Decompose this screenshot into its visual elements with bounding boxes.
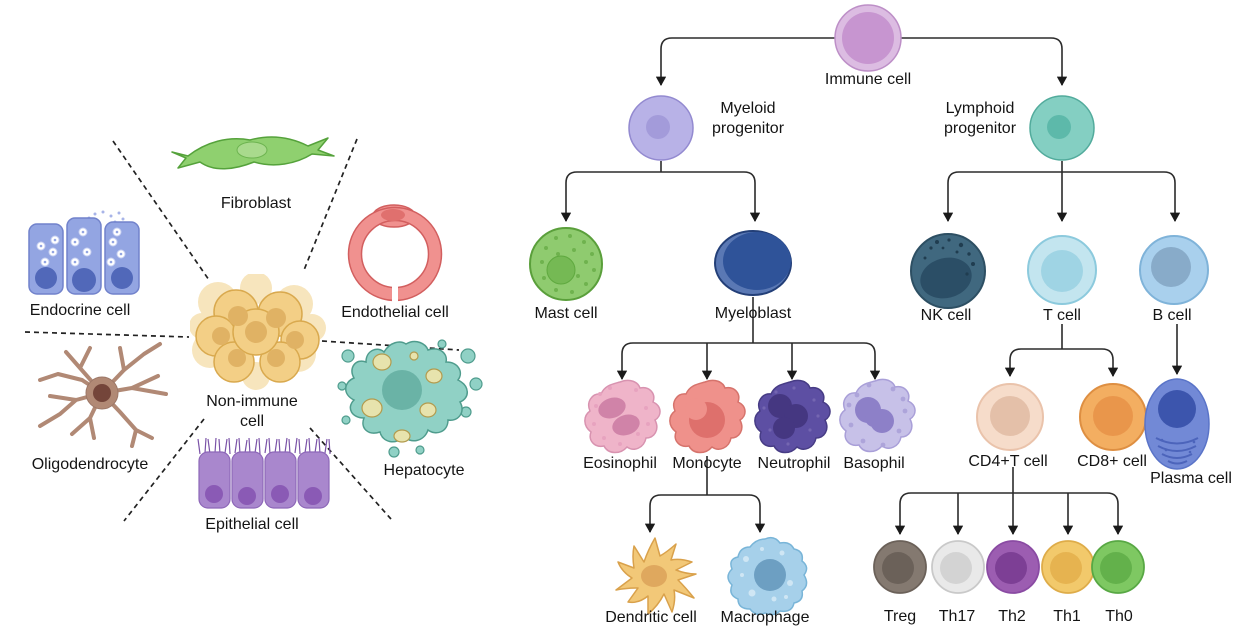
divider-upper-right (303, 138, 358, 271)
edge-t-cd8 (1062, 348, 1119, 378)
treg-label: Treg (883, 608, 917, 625)
lymphoid-progenitor-label: Lymphoid progenitor (943, 100, 1017, 137)
edge-myeloid-myeloblast (661, 171, 761, 223)
epithelial-cell-icon (197, 437, 331, 509)
eosinophil-icon (584, 379, 661, 454)
th2-cell-icon (986, 540, 1040, 594)
edge-lymphoid-nk (942, 171, 1062, 223)
endocrine-cell-icon (28, 210, 140, 295)
t-cell-icon (1027, 235, 1097, 305)
edge-t-cd4 (1004, 348, 1062, 378)
edge-myeloid-mast (560, 171, 661, 223)
plasma-cell-label: Plasma cell (1150, 470, 1232, 487)
lymphoid-progenitor-icon (1029, 95, 1095, 161)
divider-lower-right (309, 427, 392, 520)
mast-cell-icon (529, 227, 603, 301)
immune-cell-icon (834, 4, 902, 72)
edge-immune-lymphoid (901, 37, 1068, 87)
t-cell-label: T cell (1043, 307, 1081, 324)
monocyte-label: Monocyte (672, 455, 742, 472)
myeloid-progenitor-label: Myeloid progenitor (711, 100, 785, 137)
plasma-cell-icon (1144, 378, 1210, 470)
edge-cd4-th0 (1013, 492, 1124, 536)
basophil-icon (839, 378, 916, 453)
basophil-label: Basophil (843, 455, 905, 472)
dendritic-cell-icon (615, 537, 697, 615)
mast-cell-label: Mast cell (534, 305, 598, 322)
edge-myeloblast-basophil (753, 342, 881, 381)
neutrophil-icon (754, 379, 831, 454)
edge-immune-myeloid (655, 37, 835, 87)
edge-myeloblast-eosinophil (616, 342, 753, 381)
divider-right (321, 340, 460, 351)
edge-monocyte-dendritic (644, 494, 707, 534)
macrophage-icon (727, 536, 808, 616)
th0-cell-icon (1091, 540, 1145, 594)
divider-lower-left (123, 418, 205, 522)
th1-label: Th1 (1053, 608, 1081, 625)
endothelial-cell-label: Endothelial cell (341, 304, 449, 321)
eosinophil-label: Eosinophil (583, 455, 657, 472)
myeloid-progenitor-icon (628, 95, 694, 161)
fibroblast-label: Fibroblast (220, 195, 292, 212)
oligodendrocyte-icon (38, 342, 168, 448)
dendritic-cell-label: Dendritic cell (605, 609, 697, 626)
sector-divider-lines (24, 138, 460, 522)
epithelial-cell-label: Epithelial cell (205, 516, 299, 533)
treg-cell-icon (873, 540, 927, 594)
oligodendrocyte-label: Oligodendrocyte (31, 456, 149, 473)
edge-cd4-treg (894, 492, 1013, 536)
th17-label: Th17 (938, 608, 976, 625)
cd4-t-cell-label: CD4+T cell (968, 453, 1048, 470)
endocrine-cell-label: Endocrine cell (29, 302, 131, 319)
cd4-t-cell-icon (976, 383, 1044, 451)
th2-label: Th2 (998, 608, 1026, 625)
edge-lymphoid-b (1062, 171, 1181, 223)
hepatocyte-label: Hepatocyte (383, 462, 465, 479)
nk-cell-icon (910, 233, 986, 309)
nk-cell-label: NK cell (920, 307, 972, 324)
monocyte-icon (669, 379, 746, 454)
non-immune-cell-cluster-icon (190, 274, 326, 390)
divider-upper-left (112, 140, 210, 281)
myeloblast-icon (714, 230, 792, 296)
hepatocyte-icon (337, 339, 483, 458)
cd8-cell-icon (1079, 383, 1147, 451)
endothelial-cell-icon (347, 204, 443, 302)
tree-edges (560, 37, 1183, 536)
neutrophil-label: Neutrophil (757, 455, 831, 472)
edge-monocyte-macrophage (707, 494, 766, 534)
b-cell-icon (1139, 235, 1209, 305)
th0-label: Th0 (1105, 608, 1133, 625)
non-immune-cell-label: Non-immune cell (206, 393, 298, 430)
th1-cell-icon (1041, 540, 1095, 594)
myeloblast-label: Myeloblast (714, 305, 792, 322)
macrophage-label: Macrophage (720, 609, 810, 626)
fibroblast-icon (171, 136, 335, 170)
b-cell-label: B cell (1152, 307, 1192, 324)
th17-cell-icon (931, 540, 985, 594)
immune-cell-label: Immune cell (824, 71, 912, 88)
divider-left (24, 331, 190, 338)
cd8-cell-label: CD8+ cell (1077, 453, 1147, 470)
